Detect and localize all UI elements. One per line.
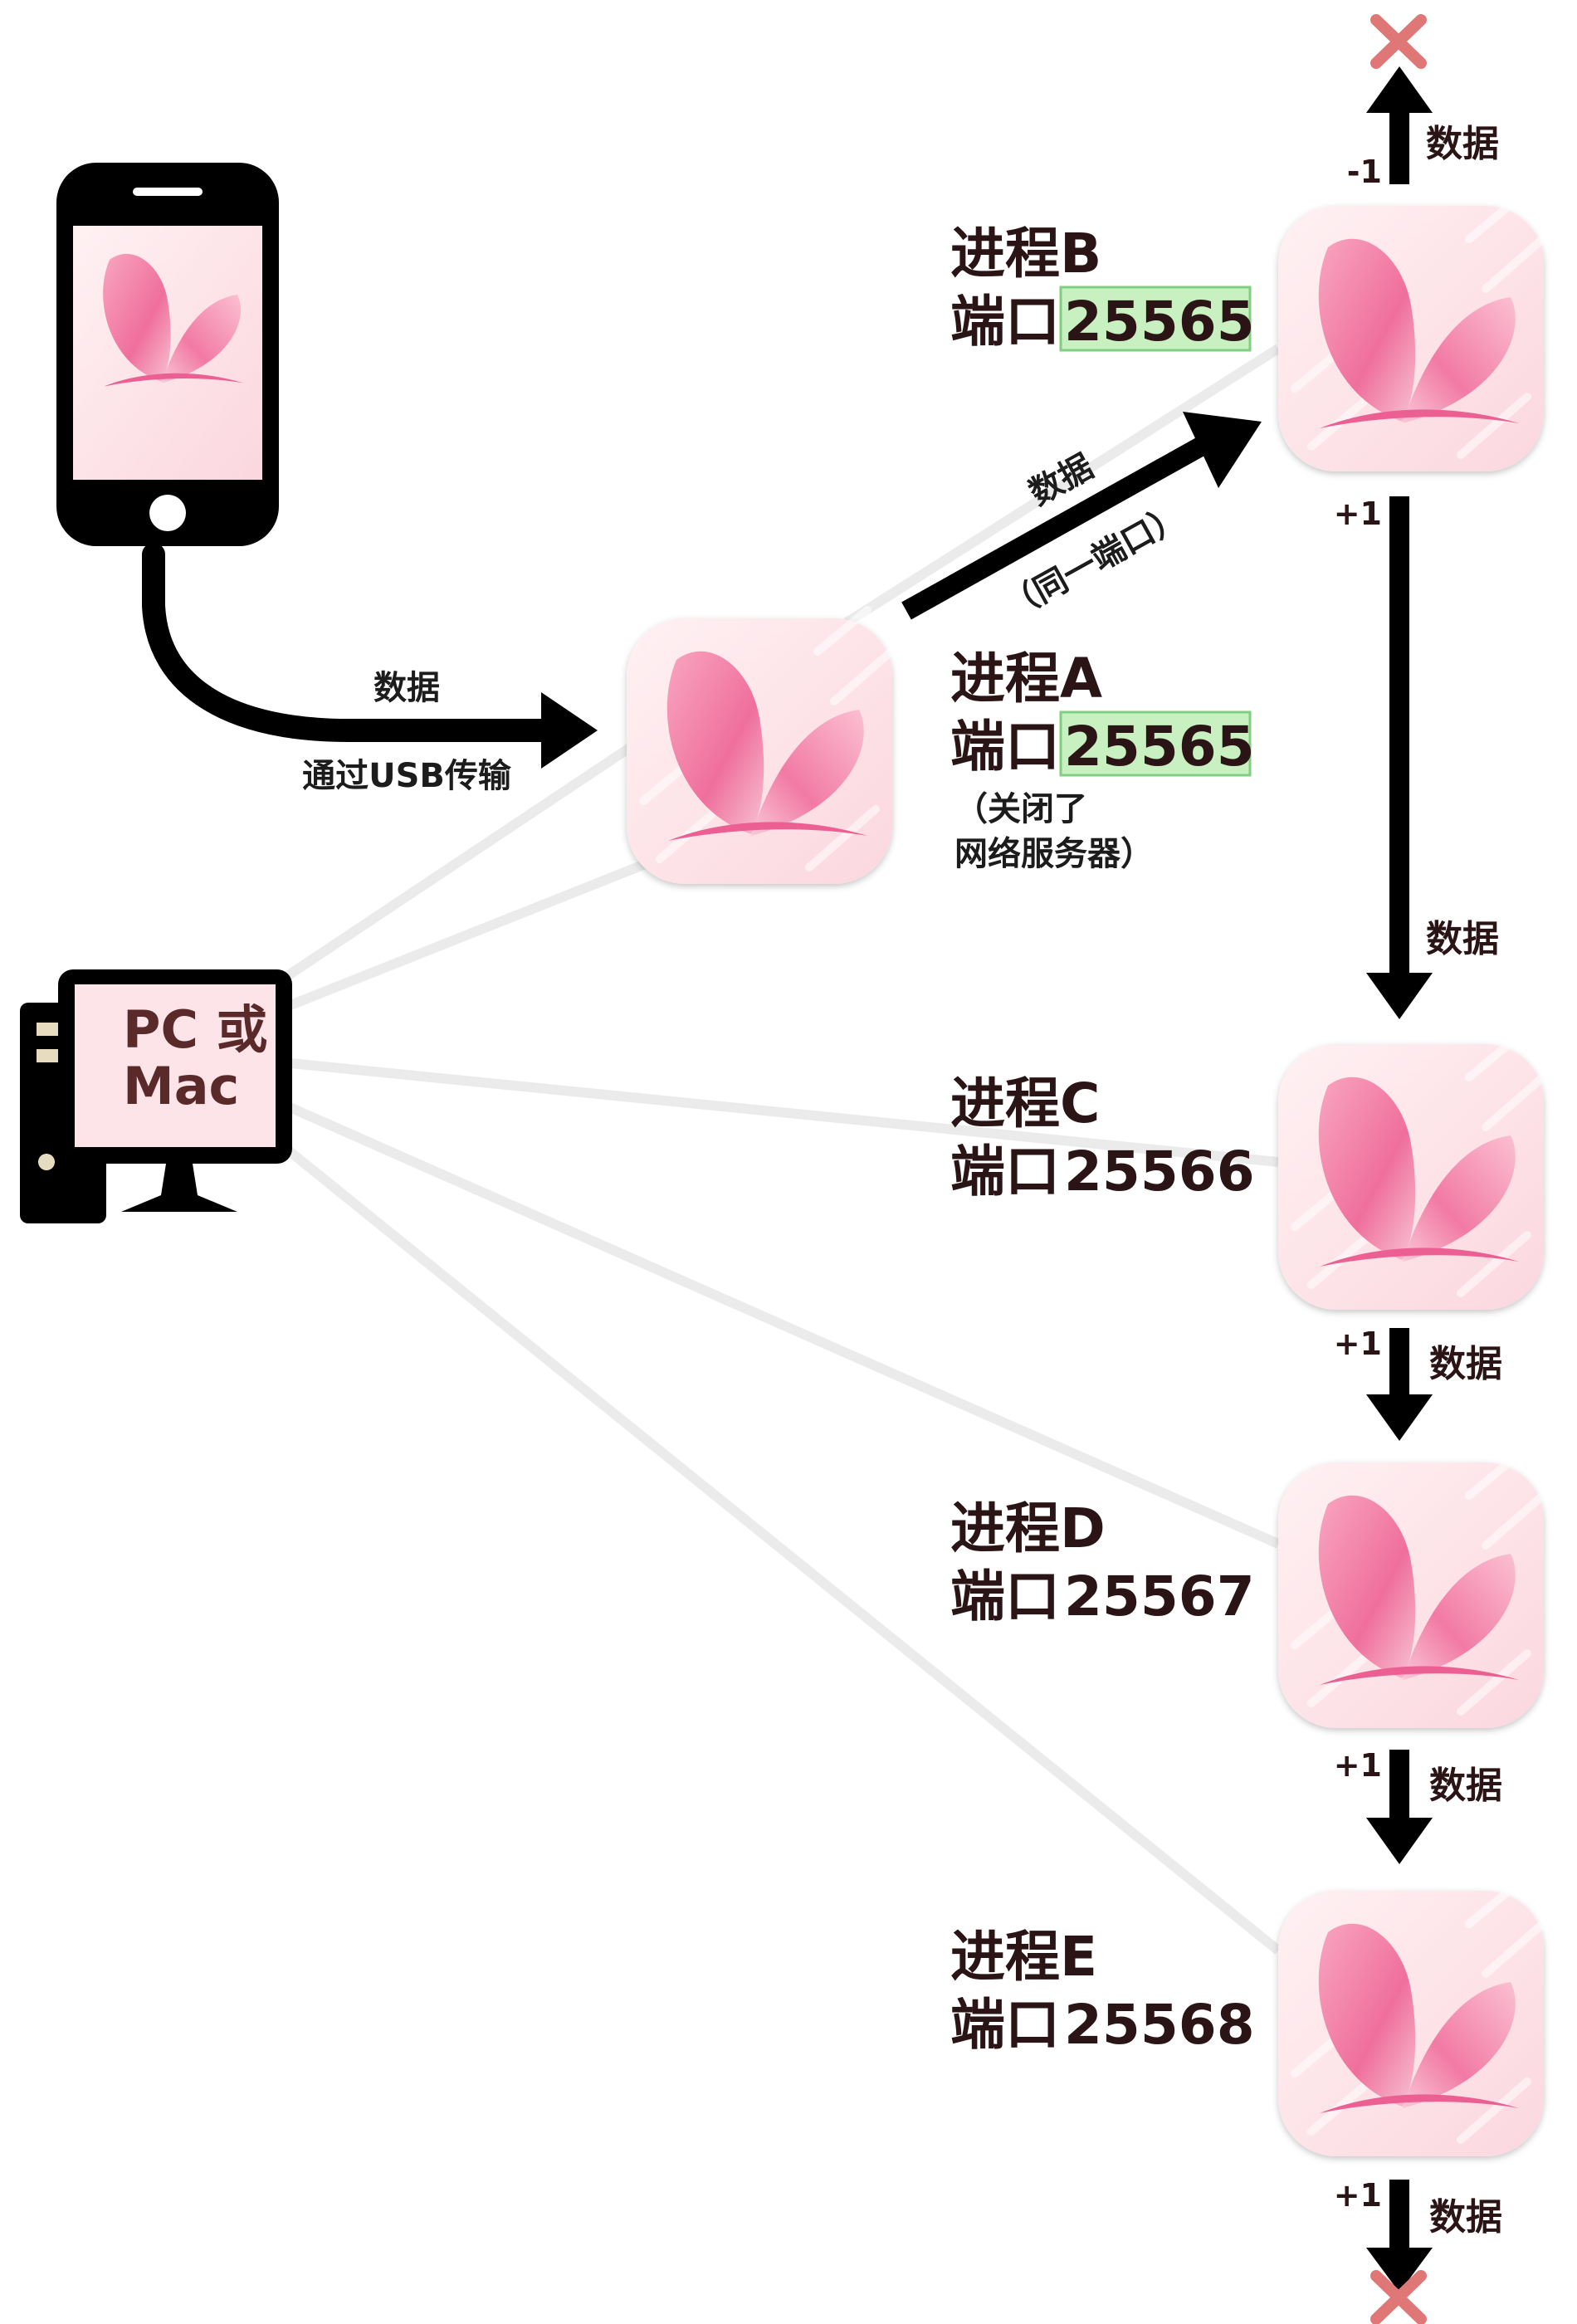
process-a-port-highlight (1059, 710, 1252, 777)
chain-arrow-c-to-d-label: 数据 (1429, 1343, 1502, 1385)
chain-arrow-bottom-label: 数据 (1429, 2196, 1502, 2239)
process-b-app-icon (1278, 198, 1552, 471)
chain-arrow-d-to-e-sign: +1 (1334, 1747, 1382, 1784)
process-c-port-prefix: 端口 (950, 1140, 1060, 1204)
process-b-port-prefix: 端口 (950, 290, 1060, 354)
connector-pc-to-d (280, 1099, 1281, 1549)
process-e-port: 25568 (1064, 1993, 1255, 2057)
process-a-app-icon (627, 610, 901, 884)
pc-label-line2: Mac (123, 1056, 239, 1116)
chain-arrow-c-to-d (1366, 1328, 1433, 1441)
process-b-port: 25565 (1064, 290, 1255, 354)
chain-arrow-bottom-sign: +1 (1334, 2177, 1382, 2214)
connector-a-to-b (843, 344, 1282, 627)
chain-arrow-b-to-c-sign: +1 (1334, 496, 1382, 532)
phone-icon (56, 163, 279, 546)
pc-label-line1: PC 或 (123, 999, 268, 1060)
usb-arrow (142, 543, 598, 769)
process-a-port: 25565 (1064, 715, 1255, 779)
usb-edge-label-bottom: 通过USB传输 (302, 757, 512, 795)
chain-arrow-top-label: 数据 (1426, 123, 1499, 165)
chain-arrow-c-to-d-sign: +1 (1334, 1326, 1382, 1362)
process-c-name: 进程C (950, 1072, 1100, 1135)
process-e-name: 进程E (950, 1925, 1097, 1989)
chain-arrow-b-to-c-label: 数据 (1426, 918, 1499, 960)
chain-arrow-b-to-c (1366, 496, 1433, 1019)
process-e-app-icon (1278, 1882, 1552, 2156)
chain-arrow-bottom (1366, 2180, 1433, 2292)
chain-arrow-top-sign: -1 (1347, 154, 1382, 190)
process-d-port: 25567 (1064, 1565, 1255, 1628)
connector-pc-to-c (281, 1057, 1279, 1167)
process-d-port-prefix: 端口 (950, 1565, 1060, 1628)
process-d-name: 进程D (950, 1496, 1106, 1560)
process-a-note-line1: （关闭了 (954, 790, 1087, 828)
process-a-note-line2: 网络服务器） (954, 835, 1154, 873)
chain-arrow-d-to-e-label: 数据 (1429, 1765, 1502, 1807)
connector-pc-to-e (279, 1141, 1282, 1955)
cross-icon-bottom (1370, 2270, 1427, 2324)
usb-edge-label-top: 数据 (374, 669, 440, 707)
process-c-port: 25566 (1064, 1140, 1255, 1204)
process-e-port-prefix: 端口 (950, 1993, 1060, 2057)
cross-icon-top (1370, 14, 1427, 69)
process-b-port-highlight (1059, 286, 1252, 352)
process-c-app-icon (1278, 1036, 1552, 1310)
chain-arrow-d-to-e (1366, 1750, 1433, 1864)
process-a-port-prefix: 端口 (950, 715, 1060, 779)
process-d-app-icon (1278, 1454, 1552, 1728)
process-a-name: 进程A (950, 647, 1102, 710)
connector-lines (279, 344, 1282, 1955)
connector-pc-to-a-lower (280, 858, 650, 1013)
pc-icon (20, 969, 292, 1223)
same-port-arrow (901, 412, 1262, 620)
process-b-name: 进程B (950, 222, 1101, 286)
connector-pc-to-a-upper (279, 743, 634, 984)
chain-arrow-top (1366, 66, 1433, 184)
